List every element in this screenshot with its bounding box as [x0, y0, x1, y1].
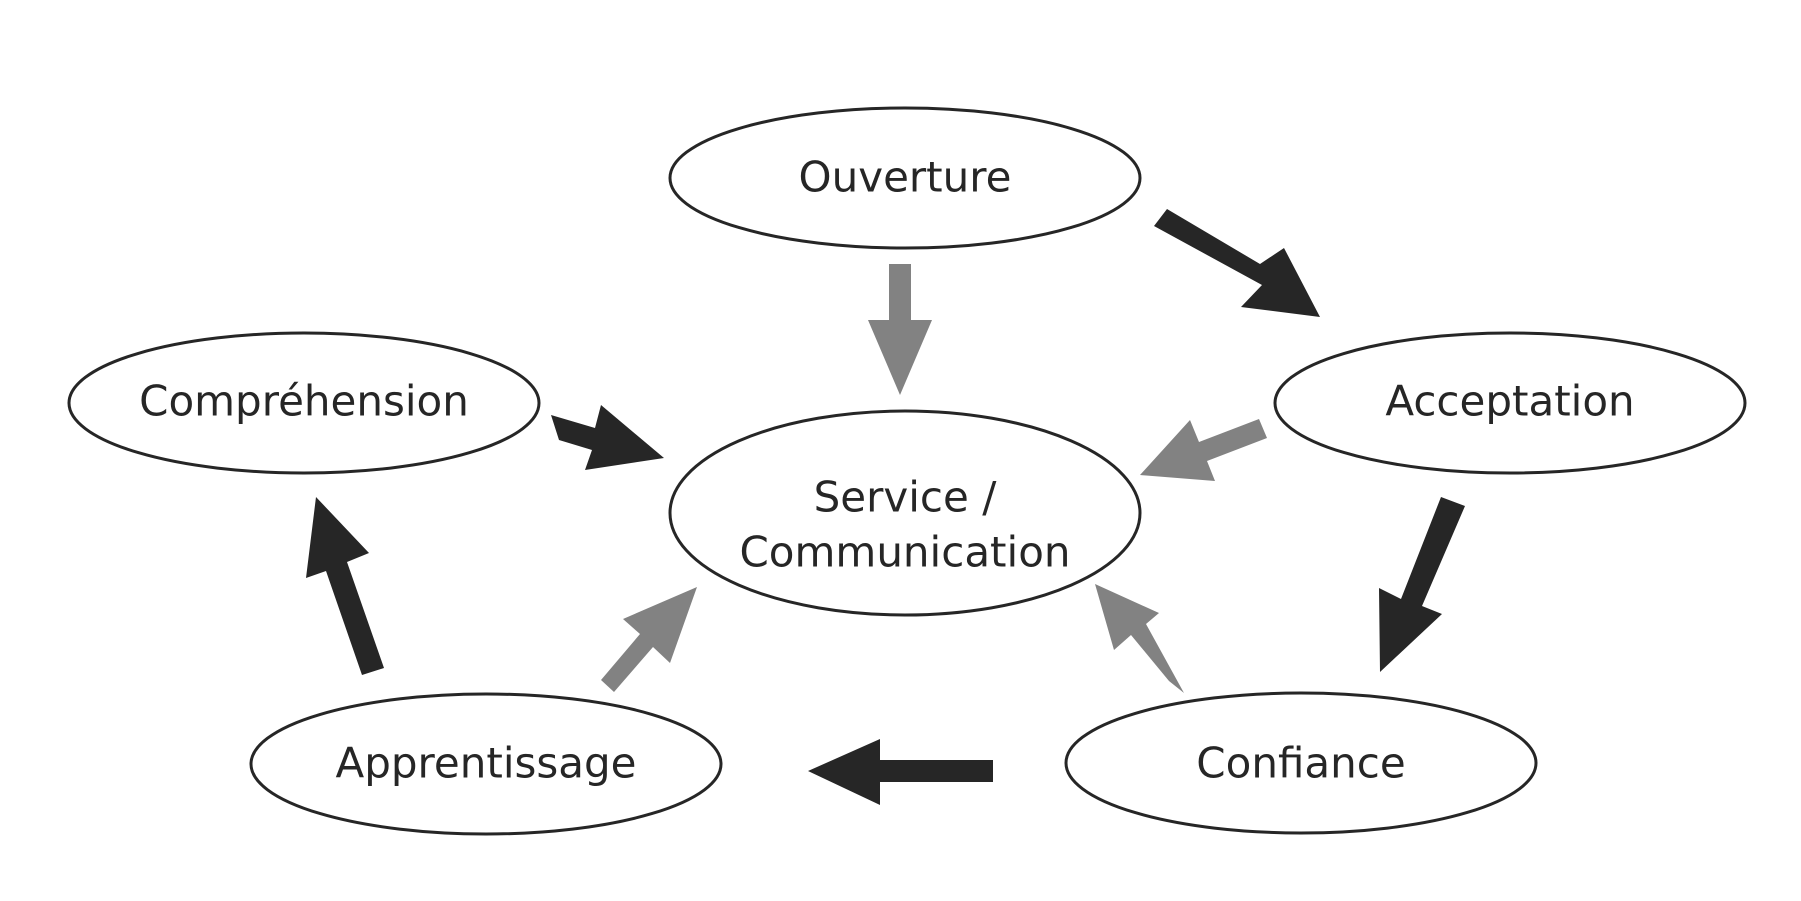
arrow-ouverture-to-acceptation: [1154, 209, 1320, 317]
node-apprentissage: Apprentissage: [249, 692, 723, 836]
node-confiance-label: Confiance: [1196, 739, 1405, 788]
node-comprehension-ellipse: [67, 331, 541, 475]
node-center-label-line1: Service /: [814, 473, 998, 522]
node-acceptation-label: Acceptation: [1385, 377, 1634, 426]
node-acceptation: Acceptation: [1273, 331, 1747, 475]
arrow-confiance-to-center: [1095, 584, 1184, 693]
node-comprehension: Compréhension: [67, 331, 541, 475]
node-confiance: Confiance: [1064, 691, 1538, 835]
node-ouverture-ellipse: [668, 106, 1142, 250]
node-center: Service / Communication: [668, 409, 1142, 617]
node-ouverture-label: Ouverture: [799, 153, 1012, 202]
node-comprehension-label: Compréhension: [139, 377, 469, 426]
arrow-apprentissage-to-comprehension: [306, 497, 384, 675]
node-acceptation-ellipse: [1273, 331, 1747, 475]
arrow-comprehension-to-center: [551, 405, 664, 470]
node-apprentissage-label: Apprentissage: [336, 739, 637, 788]
node-center-ellipse: [668, 409, 1142, 617]
node-ouverture: Ouverture: [668, 106, 1142, 250]
node-center-label-line2: Communication: [739, 528, 1070, 577]
arrow-ouverture-to-center: [868, 264, 932, 395]
arrow-confiance-to-apprentissage: [808, 739, 993, 805]
arrows: [306, 209, 1465, 805]
arrow-acceptation-to-center: [1140, 419, 1267, 481]
arrow-acceptation-to-confiance: [1379, 497, 1465, 672]
arrow-apprentissage-to-center: [601, 587, 697, 692]
node-confiance-ellipse: [1064, 691, 1538, 835]
node-apprentissage-ellipse: [249, 692, 723, 836]
